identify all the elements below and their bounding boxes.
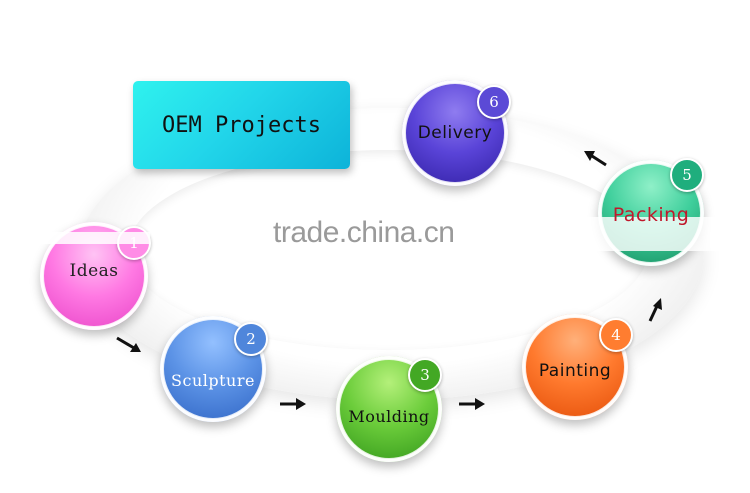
title-text: OEM Projects <box>162 112 321 138</box>
title-box: OEM Projects <box>133 81 350 169</box>
arrow-painting-to-packing <box>648 298 662 322</box>
step-3-number: 3 <box>420 366 430 384</box>
arrow-packing-to-delivery <box>584 151 607 167</box>
step-packing-label: Packing <box>612 204 690 226</box>
watermark-band <box>270 217 750 251</box>
arrow-moulding-to-painting <box>459 398 485 410</box>
step-moulding-label: Moulding <box>348 406 430 426</box>
step-4-badge: 4 <box>599 318 633 352</box>
step-delivery-label: Delivery <box>417 123 493 143</box>
step-5-number: 5 <box>682 166 692 184</box>
step-ideas-label: Ideas <box>69 261 119 281</box>
step-6-badge: 6 <box>477 85 511 119</box>
arrow-ideas-to-sculpture <box>116 336 141 352</box>
watermark-text: trade.china.cn <box>273 216 455 249</box>
step-2-number: 2 <box>246 330 256 348</box>
watermark-band-left <box>40 232 150 244</box>
step-sculpture-label: Sculpture <box>171 370 255 390</box>
arrow-sculpture-to-moulding <box>280 398 306 410</box>
step-5-badge: 5 <box>670 158 704 192</box>
step-4-number: 4 <box>611 326 621 344</box>
step-3-badge: 3 <box>408 358 442 392</box>
step-2-badge: 2 <box>234 322 268 356</box>
step-painting-label: Painting <box>538 361 612 381</box>
step-6-number: 6 <box>489 93 499 111</box>
